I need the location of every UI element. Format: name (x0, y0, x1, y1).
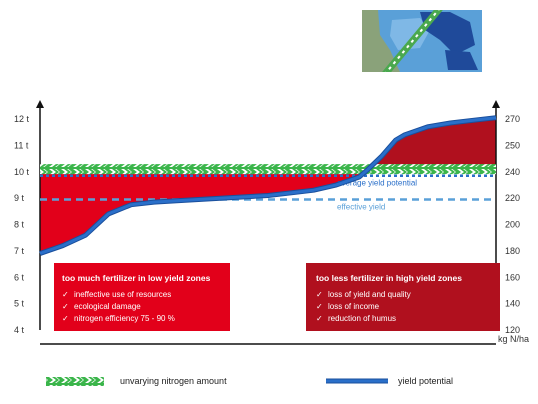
yield-potential-line (39, 116, 497, 255)
legend-label-yield: yield potential (398, 376, 454, 386)
y-left-tick-label: 11 t (14, 140, 29, 150)
high-yield-zone-box: too less fertilizer in high yield zones … (306, 263, 500, 331)
average-yield-label: average yield potential (337, 179, 417, 188)
zone-list-item-label: reduction of humus (328, 314, 397, 323)
y-right-tick-label: 250 (505, 140, 520, 150)
effective-yield-label: effective yield (337, 202, 385, 211)
zone-list-item: ✓ loss of income (316, 301, 492, 313)
zone-list-item: ✓ loss of yield and quality (316, 289, 492, 301)
zone-list-item: ✓ ecological damage (62, 301, 222, 313)
y-right-tick-label: 220 (505, 193, 520, 203)
checkmark-icon: ✓ (316, 314, 323, 323)
checkmark-icon: ✓ (316, 302, 323, 311)
oversupply-area (40, 169, 496, 254)
checkmark-icon: ✓ (62, 290, 69, 299)
checkmark-icon: ✓ (62, 302, 69, 311)
y-right-tick-label: 120 (505, 325, 520, 335)
y-right-tick-label: 240 (505, 167, 520, 177)
field-map-thumbnail (362, 10, 482, 72)
map-zone-dark (420, 12, 475, 55)
y-right-tick-label: 140 (505, 299, 520, 309)
low-yield-zone-title: too much fertilizer in low yield zones (62, 273, 211, 283)
y-axis-left-arrow (36, 100, 44, 108)
undersupply-area (368, 117, 496, 170)
y-left-tick-label: 12 t (14, 114, 30, 124)
zone-list-item-label: ecological damage (74, 302, 141, 311)
high-yield-zone-title: too less fertilizer in high yield zones (316, 273, 462, 283)
y-right-tick-label: 200 (505, 220, 520, 230)
zone-list-item-label: ineffective use of resources (74, 290, 172, 299)
checkmark-icon: ✓ (316, 290, 323, 299)
zone-list-item: ✓ ineffective use of resources (62, 289, 222, 301)
low-yield-zone-list: ✓ ineffective use of resources ✓ ecological… (62, 289, 222, 325)
zone-list-item: ✓ nitrogen efficiency 75 - 90 % (62, 313, 222, 325)
zone-list-item: ✓ reduction of humus (316, 313, 492, 325)
y-left-tick-label: 6 t (14, 272, 25, 282)
y-left-tick-label: 5 t (14, 299, 25, 309)
zone-list-item-label: nitrogen efficiency 75 - 90 % (74, 314, 175, 323)
y-left-tick-label: 7 t (14, 246, 25, 256)
legend-swatch-nitrogen (46, 377, 104, 386)
zone-list-item-label: loss of income (328, 302, 380, 311)
y-axis-right-arrow (492, 100, 500, 108)
map-zone-light (390, 18, 430, 50)
y-left-tick-label: 8 t (14, 220, 25, 230)
y-left-tick-label: 10 t (14, 167, 30, 177)
low-yield-zone-box: too much fertilizer in low yield zones ✓… (54, 263, 230, 331)
high-yield-zone-list: ✓ loss of yield and quality ✓ loss of incom… (316, 289, 492, 325)
y-right-unit-label: kg N/ha (498, 334, 529, 344)
zone-list-item-label: loss of yield and quality (328, 290, 411, 299)
y-right-tick-label: 160 (505, 272, 520, 282)
map-track-chevrons (385, 10, 440, 72)
map-tiles (362, 10, 482, 72)
y-left-tick-label: 9 t (14, 193, 25, 203)
checkmark-icon: ✓ (62, 314, 69, 323)
legend-label-nitrogen: unvarying nitrogen amount (120, 376, 227, 386)
y-left-tick-label: 4 t (14, 325, 25, 335)
nitrogen-amount-line (40, 164, 496, 175)
map-zone-dark-2 (445, 50, 478, 70)
y-right-tick-label: 180 (505, 246, 520, 256)
y-right-tick-label: 270 (505, 114, 520, 124)
